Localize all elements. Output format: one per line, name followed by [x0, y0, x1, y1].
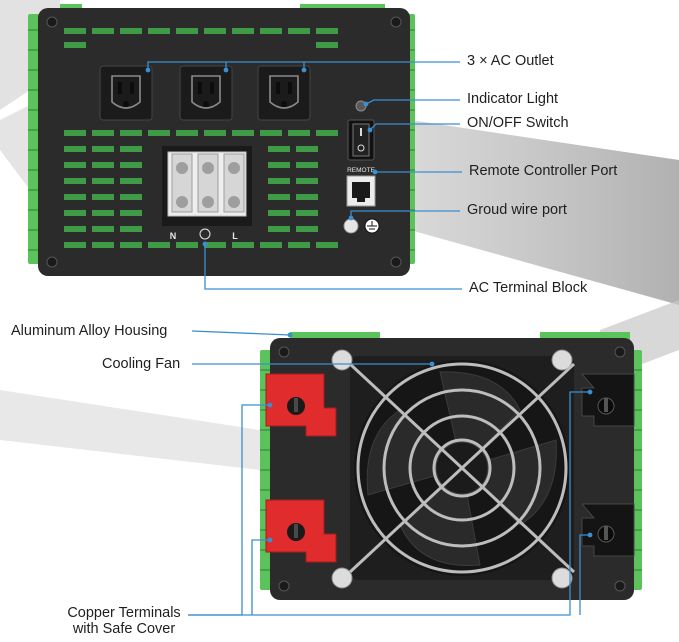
- on-off-switch: [347, 119, 375, 161]
- dc-side-panel: [260, 332, 642, 600]
- label-cooling-fan: Cooling Fan: [102, 356, 181, 372]
- terminal-ground-symbol: [199, 228, 211, 240]
- fan-mount-screws: [331, 349, 573, 589]
- ac-terminal-block: [162, 146, 252, 226]
- label-ac-outlet: 3 × AC Outlet: [467, 53, 554, 69]
- callout-dots: [145, 67, 593, 543]
- label-ground-port: Groud wire port: [467, 202, 567, 218]
- neutral-mark: N: [170, 231, 177, 241]
- ac-outlet-3: [257, 65, 311, 121]
- label-copper-terminals-line2: with Safe Cover: [72, 621, 176, 637]
- callout-lines: [147, 61, 590, 616]
- red-terminals: [265, 373, 337, 563]
- ground-wire-port: [343, 218, 380, 234]
- live-mark: L: [232, 231, 238, 241]
- top-vent-slots: [64, 28, 338, 248]
- top-corner-screws: [46, 16, 402, 268]
- ac-side-panel: N L REMOTE: [28, 4, 415, 276]
- black-terminals: [580, 373, 635, 557]
- label-housing: Aluminum Alloy Housing: [11, 323, 168, 339]
- label-indicator-light: Indicator Light: [467, 91, 559, 107]
- cooling-fan: [331, 349, 576, 589]
- label-on-off-switch: ON/OFF Switch: [467, 115, 569, 131]
- label-remote-port: Remote Controller Port: [469, 163, 618, 179]
- ac-outlet-1: [99, 65, 153, 121]
- label-ac-terminal: AC Terminal Block: [469, 280, 588, 296]
- bottom-corner-screws: [278, 346, 626, 592]
- remote-mark: REMOTE: [347, 167, 375, 174]
- fan-guard: [348, 362, 576, 574]
- ac-outlets: [99, 65, 311, 121]
- ac-outlet-2: [179, 65, 233, 121]
- remote-controller-port: [346, 175, 376, 207]
- label-copper-terminals-line1: Copper Terminals: [67, 605, 181, 621]
